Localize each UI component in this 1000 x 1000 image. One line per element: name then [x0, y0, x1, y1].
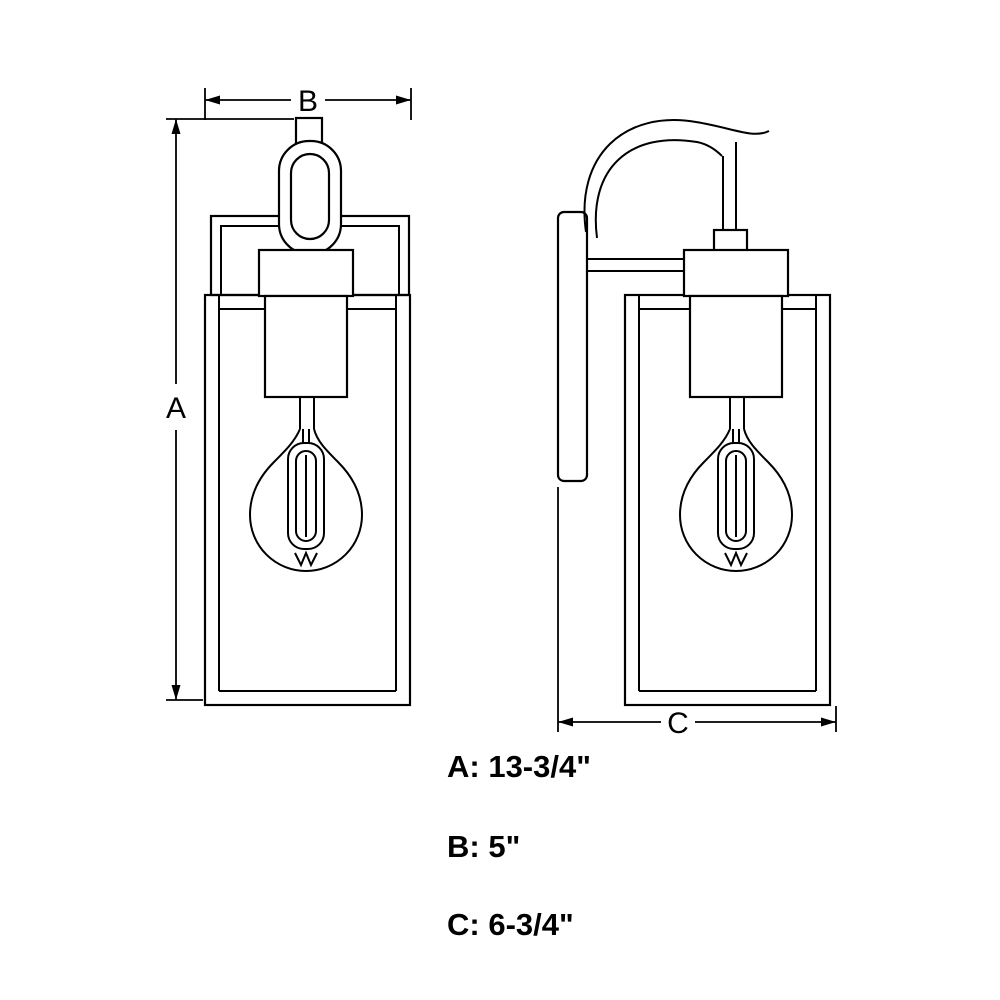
legend-b: B: 5" — [447, 829, 520, 864]
legend-a: A: 13-3/4" — [447, 749, 591, 784]
dimension-c: C — [557, 487, 837, 740]
side-filament-cage-outer — [717, 442, 755, 550]
side-socket-cap — [682, 248, 790, 298]
dim-c-arrow-left — [558, 717, 573, 727]
side-filament-cage-inner — [725, 450, 747, 542]
dim-b-letter: B — [298, 85, 318, 118]
side-socket — [688, 294, 784, 399]
side-bulb-outline — [678, 428, 794, 572]
front-filament-zigzag — [294, 550, 318, 568]
dimension-a: A — [166, 118, 294, 701]
side-wall-plate — [556, 210, 589, 483]
side-hook-arm-inner — [594, 139, 723, 239]
dim-c-arrow-right — [821, 717, 836, 727]
side-filament-zigzag — [724, 550, 748, 568]
front-loop-inner — [289, 152, 331, 241]
front-socket — [263, 294, 349, 399]
side-view — [556, 119, 832, 707]
side-hook-arm-outer — [583, 119, 770, 233]
dimension-legend: A: 13-3/4" B: 5" C: 6-3/4" — [447, 749, 591, 942]
side-cord-collar — [712, 228, 749, 254]
front-filament-cage-outer — [287, 442, 325, 550]
front-view — [203, 116, 412, 707]
dim-b-arrow-left — [205, 95, 220, 105]
dim-b-arrow-right — [396, 95, 411, 105]
dim-c-letter: C — [667, 707, 689, 740]
front-filament-cage-inner — [295, 450, 317, 542]
legend-c: C: 6-3/4" — [447, 907, 574, 942]
front-socket-cap — [257, 248, 355, 298]
dimension-b: B — [204, 85, 412, 120]
dim-a-arrow-bottom — [171, 685, 181, 700]
front-bulb-outline — [248, 428, 364, 572]
dim-a-arrow-top — [171, 119, 181, 134]
dim-a-letter: A — [166, 392, 186, 425]
